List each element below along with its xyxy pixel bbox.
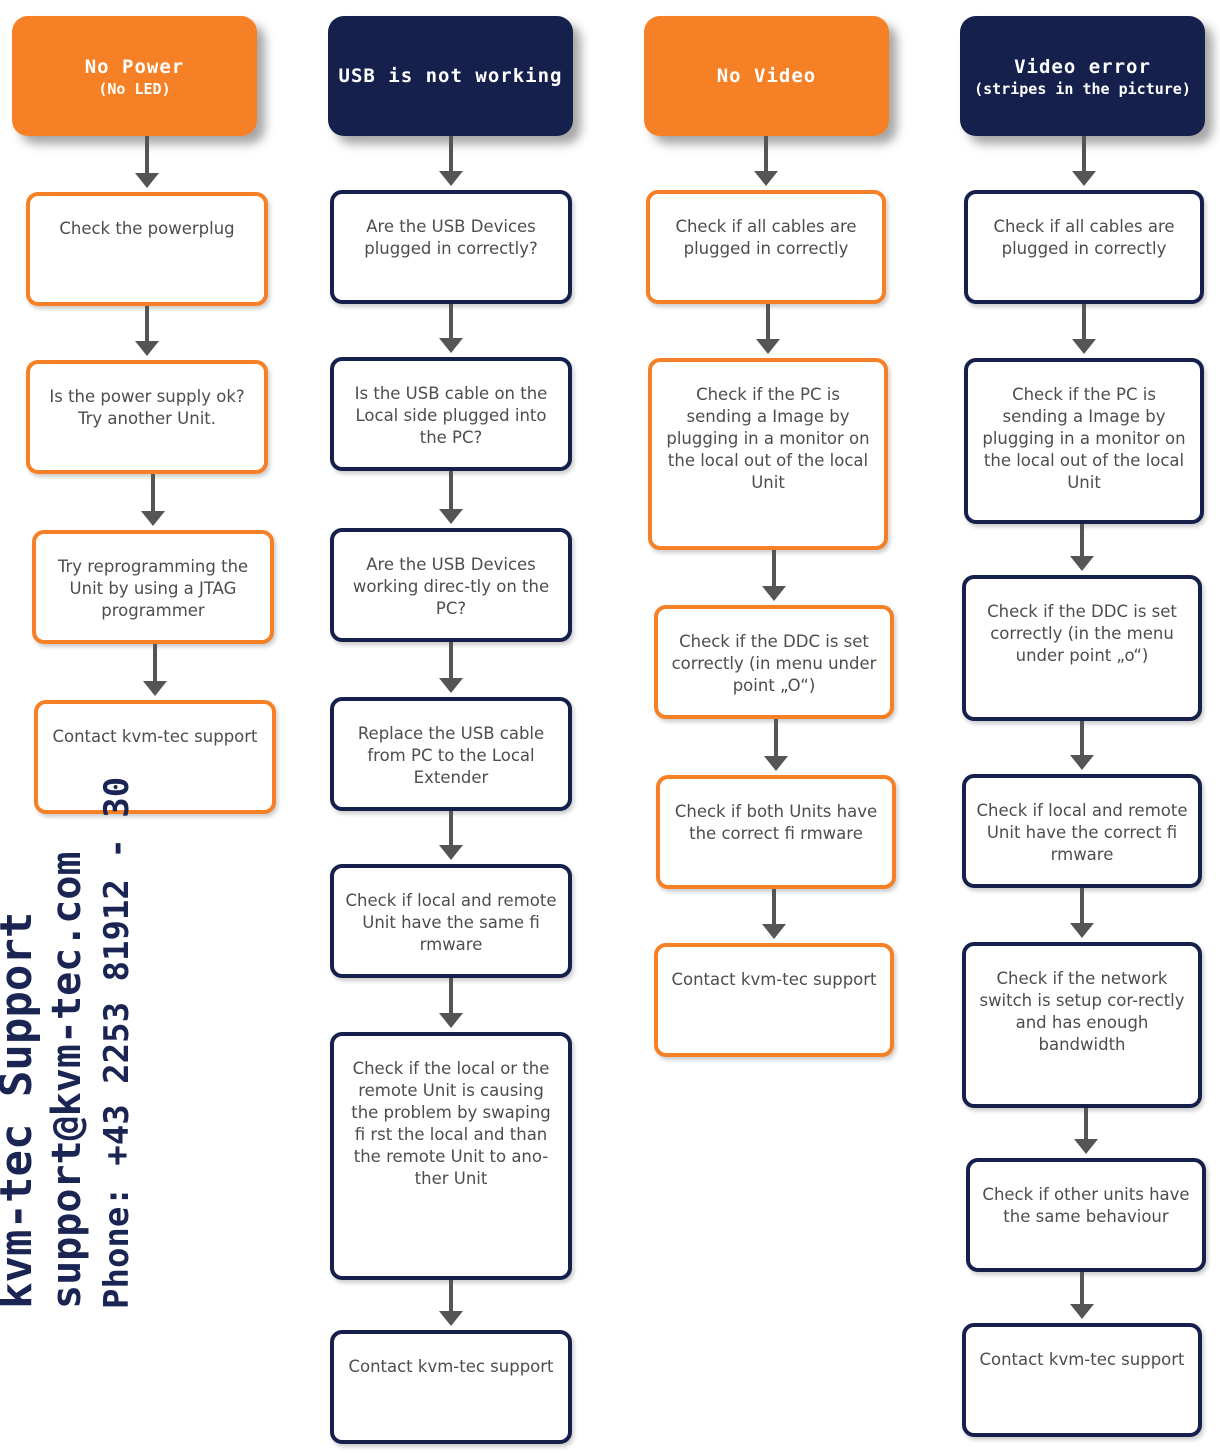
step-box: Check if the DDC is set correctly (in me… (654, 605, 894, 719)
flow-arrow (135, 136, 159, 188)
step-box: Check if the network switch is setup cor… (962, 942, 1202, 1108)
step-box: Check if the PC is sending a Image by pl… (648, 358, 888, 550)
flow-arrow (1070, 1272, 1094, 1319)
step-text: Replace the USB cable from PC to the Loc… (357, 724, 545, 787)
step-text: Contact kvm-tec support (671, 970, 877, 989)
step-box: Contact kvm-tec support (34, 700, 276, 814)
contact-block: kvm-tec Support support@kvm-tec.com Phon… (0, 777, 142, 1309)
header-subtitle: (No LED) (98, 79, 171, 98)
step-text: Check if the DDC is set correctly (in th… (987, 602, 1177, 665)
flow-arrow (1070, 721, 1094, 770)
step-text: Check if other units have the same behav… (982, 1185, 1190, 1226)
step-box: Check if local and remote Unit have the … (962, 774, 1202, 888)
column-header: USB is not working (328, 16, 573, 136)
header-title: USB is not working (338, 65, 563, 87)
step-text: Contact kvm-tec support (52, 727, 258, 746)
header-title: No Power (84, 55, 185, 78)
step-text: Check the powerplug (59, 219, 235, 238)
step-box: Check if local and remote Unit have the … (330, 864, 572, 978)
step-box: Is the power supply ok? Try another Unit… (26, 360, 268, 474)
step-text: Check if all cables are plugged in corre… (993, 217, 1175, 258)
step-text: Try reprogramming the Unit by using a JT… (57, 557, 249, 620)
step-box: Contact kvm-tec support (654, 943, 894, 1057)
step-box: Check the powerplug (26, 192, 268, 306)
header-title: No Video (716, 65, 817, 87)
step-text: Check if local and remote Unit have the … (345, 891, 557, 954)
column-header: Video error(stripes in the picture) (960, 16, 1205, 136)
step-text: Are the USB Devices plugged in correctly… (364, 217, 538, 258)
flow-arrow (762, 889, 786, 939)
header-subtitle: (stripes in the picture) (974, 79, 1191, 98)
step-box: Check if the PC is sending a Image by pl… (964, 358, 1204, 524)
step-box: Is the USB cable on the Local side plugg… (330, 357, 572, 471)
step-box: Check if all cables are plugged in corre… (646, 190, 886, 304)
flow-arrow (1070, 888, 1094, 938)
step-box: Try reprogramming the Unit by using a JT… (32, 530, 274, 644)
flow-arrow (1072, 136, 1096, 186)
column-header: No Power(No LED) (12, 16, 257, 136)
flow-arrow (754, 136, 778, 186)
flow-arrow (135, 306, 159, 356)
step-box: Check if other units have the same behav… (966, 1158, 1206, 1272)
step-box: Check if the local or the remote Unit is… (330, 1032, 572, 1280)
column-4: Video error(stripes in the picture) Check… (960, 0, 1210, 1453)
flow-arrow (439, 811, 463, 860)
column-1: No Power(No LED) Check the powerplug Is th… (12, 0, 276, 1453)
step-text: Check if both Units have the correct fi … (674, 802, 878, 843)
flow-arrow (762, 550, 786, 601)
column-header: No Video (644, 16, 889, 136)
step-box: Contact kvm-tec support (330, 1330, 572, 1444)
step-text: Contact kvm-tec support (979, 1350, 1185, 1369)
step-box: Contact kvm-tec support (962, 1323, 1202, 1437)
step-box: Replace the USB cable from PC to the Loc… (330, 697, 572, 811)
flow-arrow (439, 642, 463, 693)
step-box: Check if all cables are plugged in corre… (964, 190, 1204, 304)
contact-email: support@kvm-tec.com (44, 851, 90, 1309)
step-text: Check if the PC is sending a Image by pl… (666, 385, 870, 492)
flow-arrow (756, 304, 780, 354)
flow-arrow (141, 474, 165, 526)
step-text: Contact kvm-tec support (348, 1357, 554, 1376)
step-box: Are the USB Devices working direc-tly on… (330, 528, 572, 642)
flow-arrow (1070, 524, 1094, 571)
step-text: Check if local and remote Unit have the … (976, 801, 1188, 864)
step-text: Check if all cables are plugged in corre… (675, 217, 857, 258)
step-box: Are the USB Devices plugged in correctly… (330, 190, 572, 304)
flow-arrow (439, 471, 463, 524)
flow-arrow (439, 136, 463, 186)
flow-arrow (1074, 1108, 1098, 1154)
flow-arrow (439, 978, 463, 1028)
step-box: Check if both Units have the correct fi … (656, 775, 896, 889)
step-text: Is the power supply ok? Try another Unit… (49, 387, 245, 428)
flow-arrow (1072, 304, 1096, 354)
step-text: Check if the PC is sending a Image by pl… (982, 385, 1186, 492)
flow-arrow (143, 644, 167, 696)
flow-arrow (764, 719, 788, 771)
flow-arrow (439, 304, 463, 353)
step-text: Check if the DDC is set correctly (in me… (671, 632, 877, 695)
step-box: Check if the DDC is set correctly (in th… (962, 575, 1202, 721)
header-title: Video error (1014, 55, 1151, 78)
step-text: Is the USB cable on the Local side plugg… (354, 384, 548, 447)
step-text: Are the USB Devices working direc-tly on… (352, 555, 550, 618)
step-text: Check if the network switch is setup cor… (979, 969, 1185, 1054)
contact-title: kvm-tec Support (0, 911, 42, 1309)
flow-arrow (439, 1280, 463, 1326)
contact-phone: Phone: +43 2253 81912 - 30 (97, 776, 137, 1309)
step-text: Check if the local or the remote Unit is… (351, 1059, 551, 1188)
